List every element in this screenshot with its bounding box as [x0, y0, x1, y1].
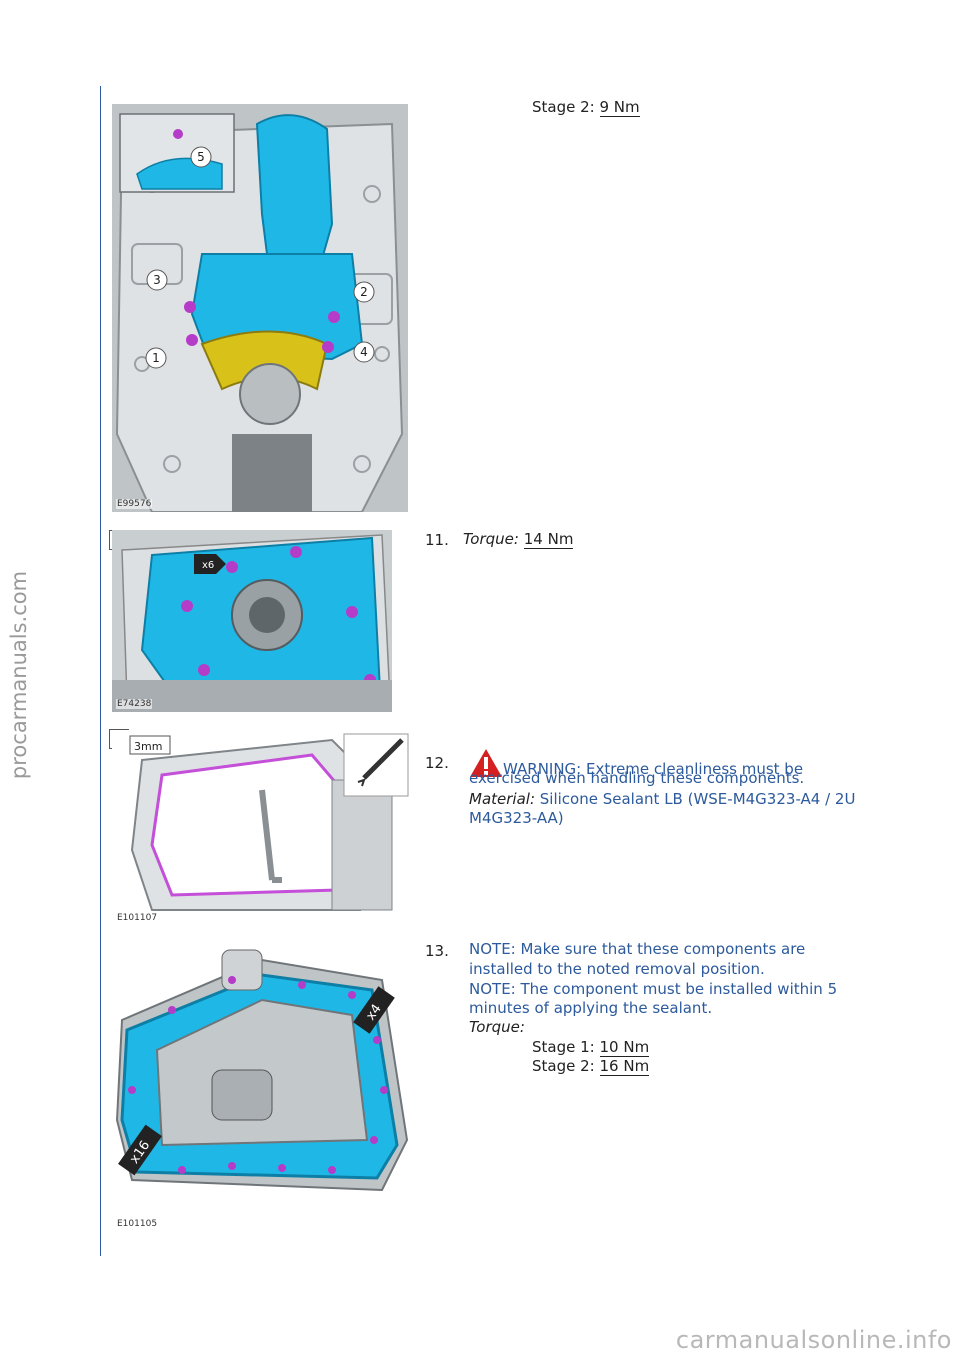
callout-5: 5 — [197, 150, 205, 164]
stage2-value-link[interactable]: 16 Nm — [599, 1057, 650, 1076]
footer-watermark: carmanualsonline.info — [675, 1326, 952, 1354]
step11-torque: Torque: 14 Nm — [463, 530, 574, 549]
note1-line-2: installed to the noted removal position. — [469, 960, 765, 978]
step-number: 12. — [425, 754, 449, 772]
stage2-value-link[interactable]: 9 Nm — [599, 98, 640, 117]
figure-oil-pump: 5 3 2 1 4 E99576 — [112, 104, 408, 512]
callout-1: 1 — [152, 351, 160, 365]
material-line-1: Material: Silicone Sealant LB (WSE-M4G32… — [469, 790, 856, 808]
callout-4: 4 — [360, 345, 368, 359]
note2-line-1: NOTE: The component must be installed wi… — [469, 980, 838, 998]
note2-line-2: minutes of applying the sealant. — [469, 999, 713, 1017]
figure-oil-pan: x4 x16 E101105 — [112, 940, 410, 1232]
step-number: 11. — [425, 531, 449, 549]
figure-sealant: 3mm E101107 — [112, 730, 410, 926]
tag-3mm: 3mm — [134, 740, 162, 753]
warning-line-1: WARNING: Extreme cleanliness must be — [469, 748, 803, 779]
figure-code: E99576 — [116, 499, 153, 509]
warning-icon — [469, 748, 503, 778]
material-line-2: M4G323-AA) — [469, 809, 564, 827]
note1-line-1: NOTE: Make sure that these components ar… — [469, 940, 806, 958]
callout-2: 2 — [360, 285, 368, 299]
step10-stage2: Stage 2: 9 Nm — [532, 98, 640, 117]
figure-code: E74238 — [116, 699, 153, 709]
torque-value-link[interactable]: 14 Nm — [523, 530, 574, 549]
tag-x6: x6 — [202, 560, 214, 571]
callout-3: 3 — [153, 273, 161, 287]
figure-code: E101105 — [116, 1219, 159, 1229]
step13-stage2: Stage 2: 16 Nm — [532, 1057, 650, 1076]
figure-code: E101107 — [116, 913, 159, 923]
torque-label: Torque: — [469, 1018, 525, 1036]
warning-line-2: exercised when handling these components… — [469, 769, 805, 787]
step-number: 13. — [425, 942, 449, 960]
stage1-value-link[interactable]: 10 Nm — [599, 1038, 650, 1057]
margin-rule — [100, 86, 101, 1256]
step13-stage1: Stage 1: 10 Nm — [532, 1038, 650, 1057]
side-watermark: procarmanuals.com — [7, 570, 31, 780]
figure-front-cover: x6 E74238 — [112, 530, 392, 712]
